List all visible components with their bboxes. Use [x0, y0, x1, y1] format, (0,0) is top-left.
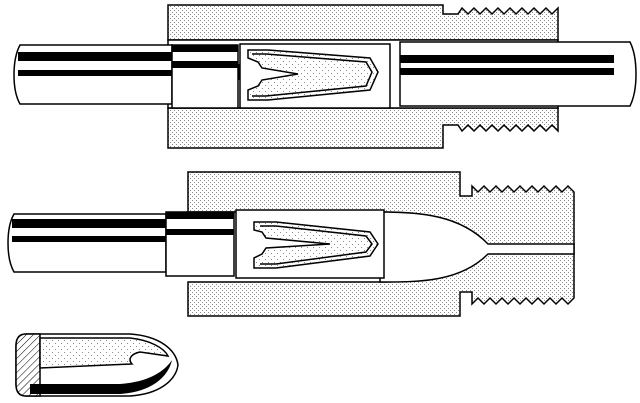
middle-assembly — [7, 171, 575, 317]
bottom-insert-part — [15, 333, 179, 397]
bottom-insert-tip-black — [30, 360, 172, 394]
middle-ferrule — [165, 211, 235, 277]
top-left-wire — [13, 44, 173, 105]
top-right-wire — [399, 41, 637, 107]
middle-cavity — [379, 211, 575, 283]
bottom-insert-body — [39, 337, 170, 369]
bottom-insert-hatched-end — [15, 333, 41, 397]
top-housing-upper-wall — [167, 4, 559, 41]
top-ferrule — [171, 44, 239, 109]
top-assembly — [13, 4, 637, 149]
top-housing-lower-wall — [167, 107, 559, 149]
middle-left-wire — [7, 213, 167, 273]
